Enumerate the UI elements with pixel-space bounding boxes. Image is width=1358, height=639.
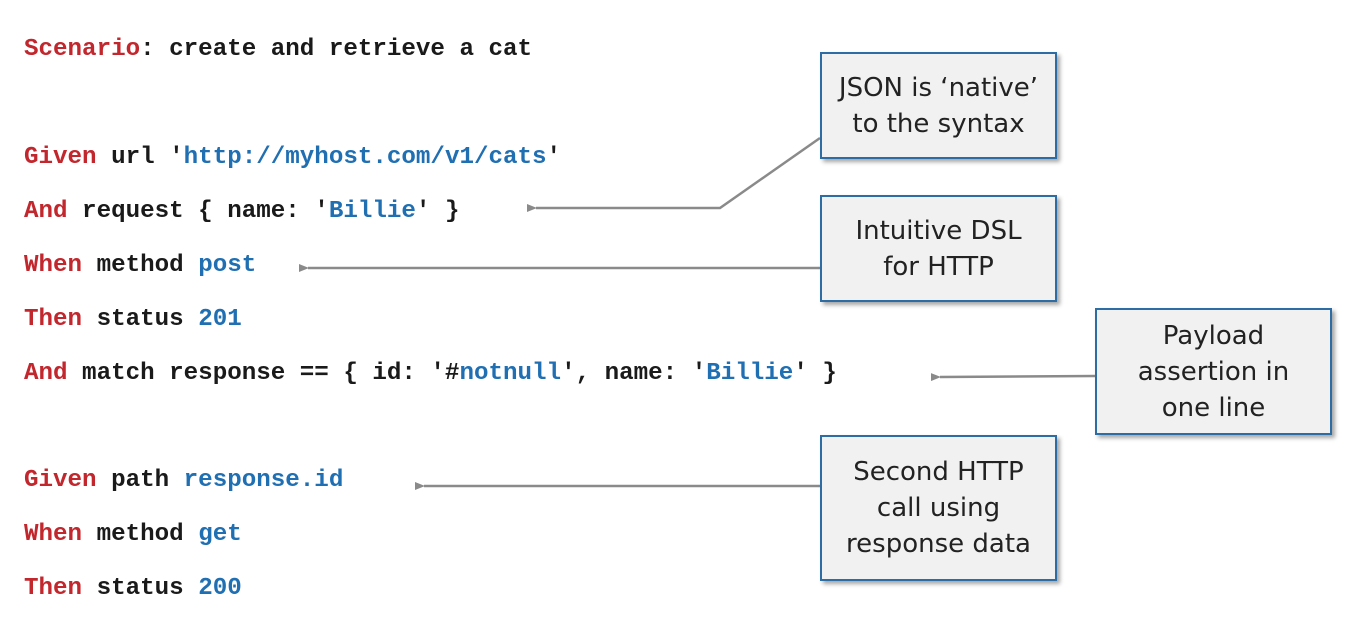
arrow-json-native (527, 136, 821, 212)
code-token-kw: And (24, 360, 68, 387)
callout-line: call using (876, 493, 1001, 523)
callout-line: one line (1161, 392, 1266, 423)
code-token-txt: ' } (415, 198, 460, 225)
callout-line: response data (846, 529, 1031, 559)
code-token-val: get (198, 521, 242, 548)
callout-line: for HTTP (883, 251, 994, 282)
code-token-txt: request { name: ' (67, 198, 329, 225)
callout-intuitive-dsl: Intuitive DSL for HTTP (820, 195, 1057, 302)
code-token-val: Billie (706, 360, 794, 387)
code-line-then-200: Then status 200 (24, 574, 242, 604)
code-token-val: http://myhost.com/v1/cats (183, 144, 547, 171)
code-token-val: 201 (198, 306, 242, 333)
code-token-kw: When (24, 252, 83, 279)
code-token-kw: Then (24, 575, 83, 602)
callout-text: Intuitive DSL for HTTP (855, 213, 1021, 285)
callout-line: to the syntax (852, 108, 1025, 139)
code-token-val: notnull (459, 360, 562, 387)
code-token-txt: : create and retrieve a cat (140, 36, 533, 63)
callout-text: JSON is ‘native’ to the syntax (839, 70, 1038, 142)
code-line-and-match: And match response == { id: '#notnull', … (24, 359, 837, 389)
callout-text: Second HTTP call using response data (846, 454, 1031, 562)
code-token-val: Billie (328, 198, 416, 225)
code-token-kw: Given (24, 144, 97, 171)
callout-line: Payload (1162, 320, 1265, 351)
code-token-txt: method (82, 521, 199, 548)
code-token-kw: Given (24, 467, 97, 494)
code-token-val: 200 (198, 575, 242, 602)
callout-payload-assertion: Payload assertion in one line (1095, 308, 1332, 435)
callout-line: assertion in (1137, 356, 1290, 387)
code-line-when-post: When method post (24, 251, 256, 281)
code-token-txt: ' } (793, 360, 837, 387)
callout-text: Payload assertion in one line (1138, 318, 1289, 426)
code-token-txt: match response == { id: '# (67, 360, 460, 387)
code-token-val: post (198, 252, 257, 279)
code-token-kw: When (24, 521, 83, 548)
callout-line: Intuitive DSL (855, 215, 1022, 246)
code-token-txt: path (96, 467, 184, 494)
code-line-given-url: Given url 'http://myhost.com/v1/cats' (24, 143, 561, 173)
code-token-kw: Scenario (24, 36, 141, 63)
code-token-txt: status (82, 575, 199, 602)
code-token-val: response.id (183, 467, 344, 494)
code-token-txt: method (82, 252, 199, 279)
arrow-payload-assertion (930, 373, 1096, 382)
code-token-txt: ' (546, 144, 562, 171)
code-line-given-path: Given path response.id (24, 466, 343, 496)
code-line-scenario: Scenario: create and retrieve a cat (24, 35, 532, 65)
callout-line: Second HTTP (853, 457, 1024, 487)
callout-second-call: Second HTTP call using response data (820, 435, 1057, 581)
callout-json-native: JSON is ‘native’ to the syntax (820, 52, 1057, 159)
callout-line: JSON is ‘native’ (838, 72, 1039, 103)
code-token-txt: ', name: ' (561, 360, 707, 387)
code-token-kw: Then (24, 306, 83, 333)
code-token-kw: And (24, 198, 68, 225)
code-line-and-request: And request { name: 'Billie' } (24, 197, 459, 227)
code-line-then-201: Then status 201 (24, 305, 242, 335)
code-line-when-get: When method get (24, 520, 242, 550)
code-token-txt: url ' (96, 144, 184, 171)
code-token-txt: status (82, 306, 199, 333)
